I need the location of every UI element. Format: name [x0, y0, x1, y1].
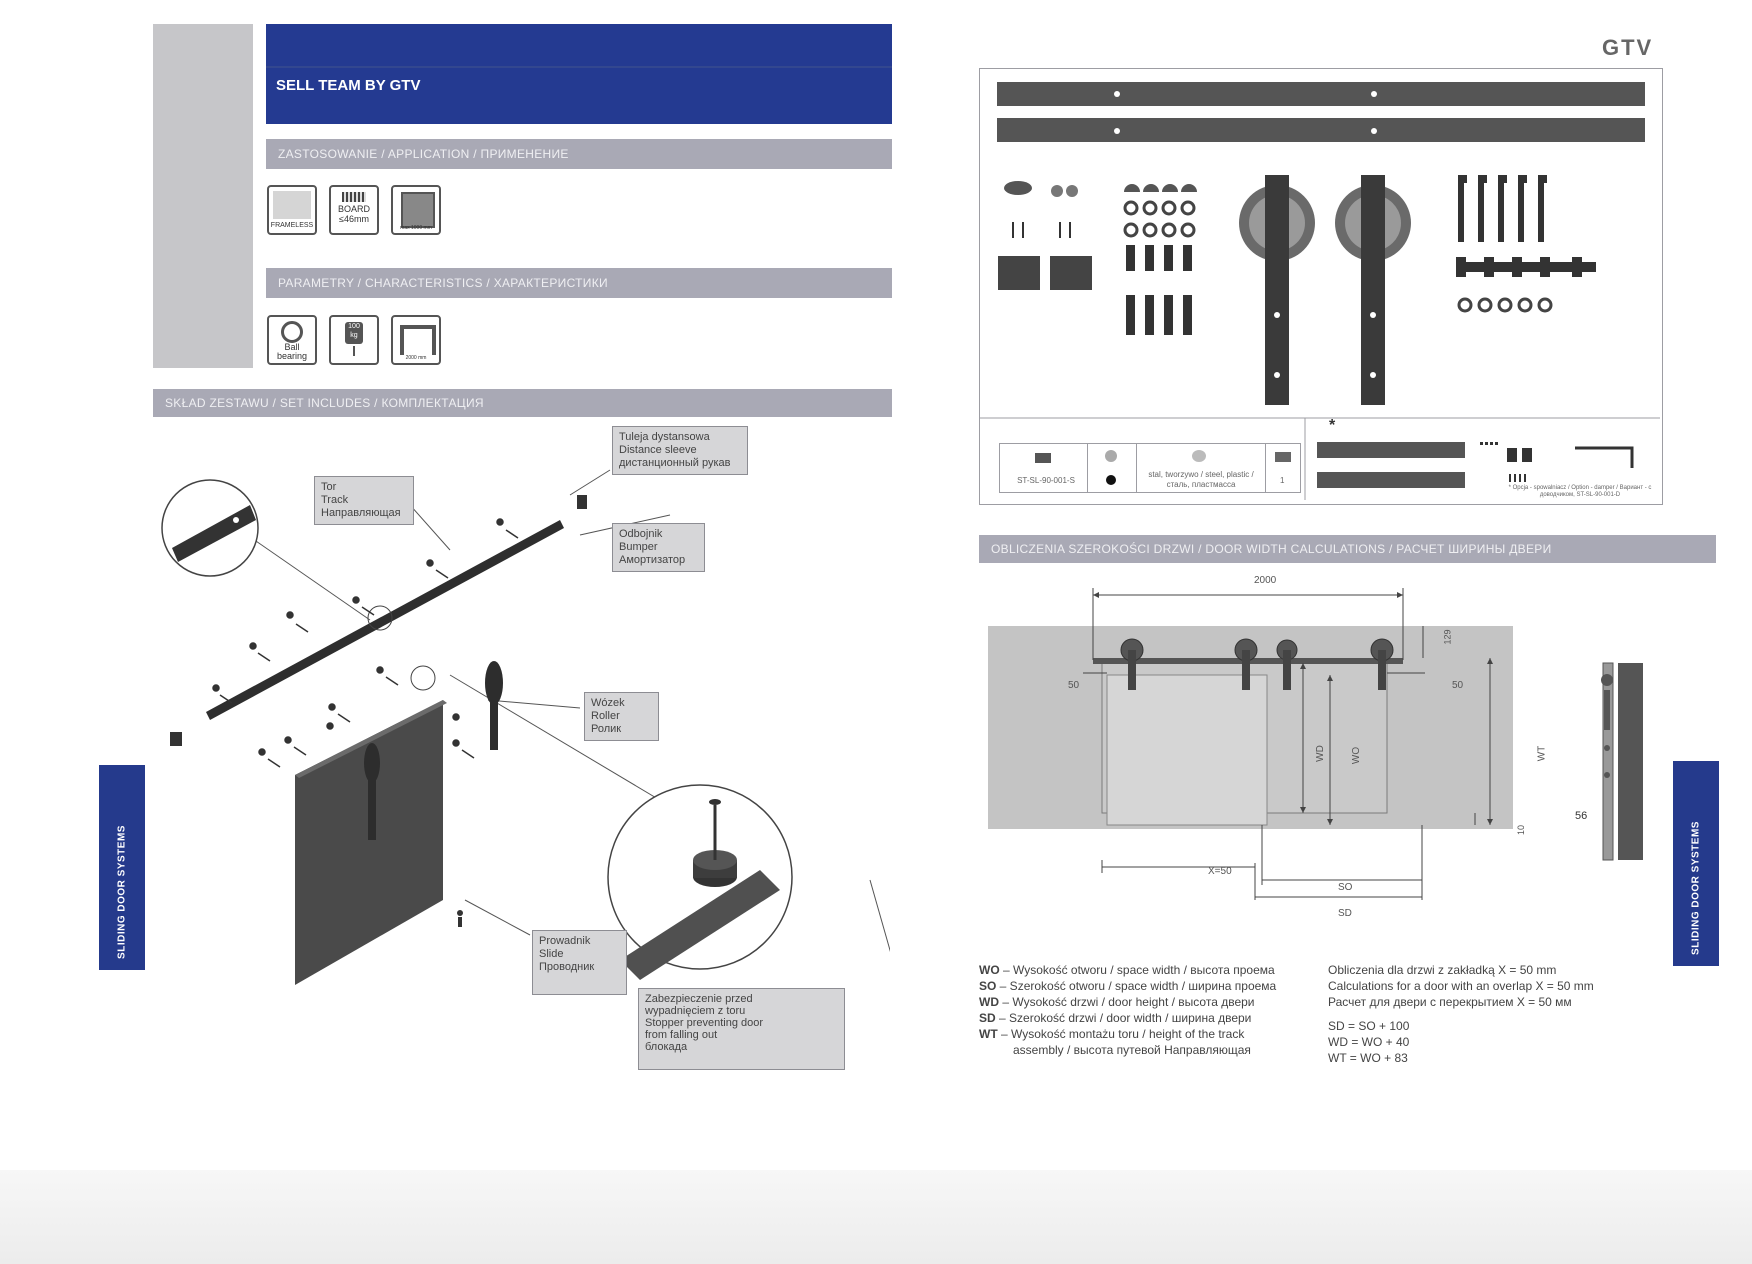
roller-left-drawing [364, 743, 380, 840]
brand-logo: GTV [1602, 35, 1654, 60]
ball-bearing-icon: Ball bearing [267, 315, 317, 365]
package-icon [1275, 452, 1291, 462]
legend-item-wt: WT – Wysokość montażu toru / height of t… [979, 1027, 1245, 1041]
assembly-drawing [161, 469, 890, 985]
load-weight-icon: 100 kg [329, 315, 379, 365]
left-gray-panel [153, 24, 253, 368]
label-wt: WT [1536, 745, 1548, 762]
dim-50-left: 50 [1068, 680, 1080, 691]
legend-item-wo: WO – Wysokość otworu / space width / выс… [979, 963, 1275, 977]
header-blue-bar: SELL TEAM BY GTV [266, 24, 892, 124]
frameless-icon: FRAMELESS [267, 185, 317, 235]
kit-material: stal, tworzywo / steel, plastic / сталь,… [1148, 470, 1254, 489]
kit-qty: 1 [1280, 476, 1285, 485]
label-so: SO [1338, 882, 1353, 893]
rail-1 [997, 82, 1645, 106]
legend-item-sd: SD – Szerokość drzwi / door width / шири… [979, 1011, 1252, 1025]
label-sd: SD [1338, 908, 1352, 919]
side-tab-left: SLIDING DOOR SYSTEMS [99, 765, 145, 970]
bumper-left [170, 732, 182, 746]
color-icon [1105, 450, 1117, 462]
side-wall [1618, 663, 1643, 860]
material-icon [1192, 450, 1206, 462]
opening [1106, 674, 1268, 826]
legend-item-wt-cont: assembly / высота путевой Направляющая [1013, 1043, 1251, 1057]
option-note: * Opcja - spowalniacz / Option - damper … [1508, 485, 1652, 498]
label-wd: WD [1314, 745, 1326, 762]
legend-item-so: SO – Szerokość otworu / space width / ши… [979, 979, 1277, 993]
dim-2000: 2000 [1254, 575, 1277, 586]
track-rail [206, 520, 564, 720]
kit-code: ST-SL-90-001-S [1017, 476, 1075, 485]
legend-list: WO – Wysokość otworu / space width / выс… [979, 962, 1309, 1058]
door-panel [295, 700, 443, 985]
board-thickness-icon: BOARD ≤46mm [329, 185, 379, 235]
door-width-icon: max 1000 mm [391, 185, 441, 235]
legend-item-wd: WD – Wysokość drzwi / door height / высо… [979, 995, 1255, 1009]
header-stripe [266, 66, 892, 68]
door-calculations-bar: OBLICZENIA SZEROKOŚCI DRZWI / DOOR WIDTH… [979, 535, 1716, 563]
door-calc-drawing [988, 588, 1643, 900]
formulas-block: Obliczenia dla drzwi z zakładką X = 50 m… [1328, 963, 1594, 1065]
color-swatch [1106, 475, 1116, 485]
dim-50-right: 50 [1452, 680, 1464, 691]
characteristics-bar: PARAMETRY / CHARACTERISTICS / ХАРАКТЕРИС… [266, 268, 892, 298]
application-bar: ZASTOSOWANIE / APPLICATION / ПРИМЕНЕНИЕ [266, 139, 892, 169]
roller-hanger-2 [1335, 175, 1411, 405]
page-bottom-edge [0, 1170, 1752, 1264]
kit-contents-drawing [980, 82, 1660, 500]
roller-hanger-1 [1239, 175, 1315, 405]
option-asterisk: * [1329, 417, 1336, 434]
dim-10: 10 [1516, 824, 1527, 836]
label-wo: WO [1351, 746, 1363, 765]
rail-2 [997, 118, 1645, 142]
dim-129: 129 [1442, 629, 1453, 645]
track-length-icon: 2000 mm [391, 315, 441, 365]
bumper-right [577, 495, 587, 509]
kit-folder-icon [1035, 453, 1051, 463]
page-title: SELL TEAM BY GTV [276, 77, 421, 94]
kit-info-table: ST-SL-90-001-S stal, tworzywo / steel, p… [999, 443, 1301, 493]
set-includes-bar: SKŁAD ZESTAWU / SET INCLUDES / КОМПЛЕКТА… [153, 389, 892, 417]
dim-56: 56 [1575, 810, 1588, 822]
label-x50: X=50 [1208, 866, 1232, 877]
side-tab-right: SLIDING DOOR SYSTEMS [1673, 761, 1719, 966]
roller-right-drawing [485, 661, 503, 750]
